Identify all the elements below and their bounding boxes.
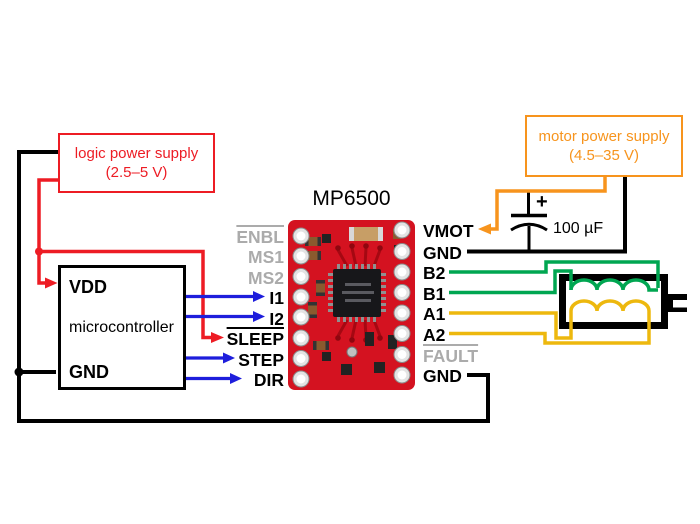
pcb-holes: [292, 221, 411, 388]
sleep-arrow: [211, 332, 224, 343]
microcontroller-label: microcontroller: [69, 319, 174, 336]
pin-label-i2: I2: [269, 308, 284, 329]
capacitor-value-label: 100 µF: [553, 220, 604, 237]
vdd-arrow: [45, 277, 58, 289]
motor-supply-label: motor power supply: [538, 128, 670, 145]
pin-label-vmot: VMOT: [423, 221, 474, 241]
pin-label-ms1: MS1: [248, 247, 284, 267]
i1-arrow: [253, 291, 265, 302]
pin-label-enbl: ENBL: [236, 227, 284, 247]
logic-supply-label: logic power supply: [74, 145, 199, 162]
pcb-pads: [335, 243, 383, 343]
motor-coil-b: [569, 278, 658, 292]
pin-label-a1: A1: [423, 304, 446, 324]
microcontroller-gnd-pin: GND: [69, 362, 109, 382]
capacitor-symbol: [510, 192, 548, 252]
signal-wires: [186, 291, 265, 384]
pin-label-ms2: MS2: [248, 267, 284, 288]
pin-label-step: STEP: [238, 349, 284, 370]
chip-markings: [342, 283, 374, 302]
pin-label-fault: FAULT: [423, 345, 479, 366]
coil-b-wires: [449, 260, 660, 295]
motor-power-wire: [478, 176, 607, 235]
logic-supply-range: (2.5–5 V): [105, 164, 168, 181]
pin-label-a2: A2: [423, 324, 446, 345]
pin-label-i1: I1: [269, 288, 284, 308]
pcb-graphic: [288, 220, 415, 390]
ground-junction-dot: [14, 367, 24, 377]
dir-arrow: [230, 373, 242, 384]
pin-label-b1: B1: [423, 283, 446, 304]
coil-a-wires: [449, 299, 651, 345]
pcb-chip: [328, 264, 386, 322]
ground-wires: [14, 150, 627, 423]
logic-power-wires: [35, 178, 224, 343]
red-junction-dot: [35, 247, 43, 256]
vmot-arrow: [478, 223, 491, 235]
pin-label-b2: B2: [423, 263, 446, 283]
motor-coil-a: [569, 299, 651, 312]
logic-power-supply-box: logic power supply (2.5–5 V): [58, 133, 215, 193]
microcontroller-vdd-pin: VDD: [69, 277, 108, 297]
motor-supply-range: (4.5–35 V): [568, 147, 640, 164]
pin-label-dir: DIR: [253, 370, 284, 390]
pin-label-gnd-1: GND: [423, 242, 462, 263]
motor-power-supply-box: motor power supply (4.5–35 V): [525, 115, 683, 177]
pin-label-gnd-2: GND: [423, 366, 462, 386]
i2-arrow: [253, 311, 265, 322]
pin-label-sleep: SLEEP: [226, 329, 284, 349]
board-title: MP6500: [312, 187, 391, 210]
step-arrow: [223, 352, 235, 364]
capacitor-polarity-label: +: [536, 191, 548, 213]
microcontroller-box: VDD microcontroller GND: [58, 265, 186, 390]
